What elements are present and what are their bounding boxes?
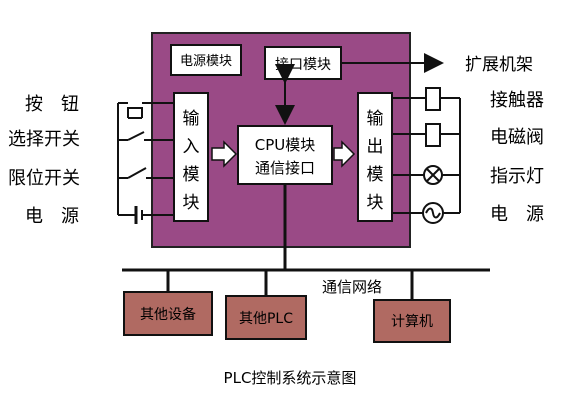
interface-module-label: 接口模块 [275,56,331,73]
left-device-label: 电 源 [25,206,79,227]
input-wiring [117,102,174,224]
input-module-label: 输入模块 [183,109,200,213]
left-device-label: 按 钮 [25,94,79,115]
right-device-label: 接触器 [490,90,544,111]
output-wiring [392,87,461,224]
network-bus [122,184,490,300]
module-label-char: 块 [183,193,200,213]
output-module-label: 输出模块 [367,109,384,213]
node-other-plc [225,295,307,340]
module-label-char: 块 [367,193,384,213]
right-device-label: 指示灯 [490,166,544,187]
module-label-char: 输 [183,109,200,129]
node-label: 计算机 [391,314,433,330]
caption: PLC控制系统示意图 [224,369,357,387]
module-label-char: 模 [367,165,384,185]
input-module [173,92,209,222]
cpu-output-arrow [333,140,356,168]
cpu-module-label-1: CPU模块 [255,136,316,154]
power-module [170,44,242,76]
network-label: 通信网络 [322,278,382,296]
node-label: 其他PLC [239,311,293,327]
right-device-label: 电磁阀 [490,127,544,148]
module-label-char: 模 [183,165,200,185]
node-label: 其他设备 [140,306,196,323]
module-label-char: 出 [367,137,384,157]
output-module [357,92,393,222]
left-device-label: 限位开关 [8,168,80,189]
module-label-char: 输 [367,109,384,129]
node-computer [373,299,451,343]
right-device-label: 电 源 [490,204,544,225]
node-other-devices [123,291,213,336]
interface-module [264,46,342,80]
power-module-label: 电源模块 [180,54,232,69]
left-device-label: 选择开关 [8,129,80,150]
module-label-char: 入 [183,137,200,157]
input-cpu-arrow [211,140,238,168]
expansion-label: 扩展机架 [465,55,533,75]
cpu-module-label-2: 通信接口 [255,159,315,177]
